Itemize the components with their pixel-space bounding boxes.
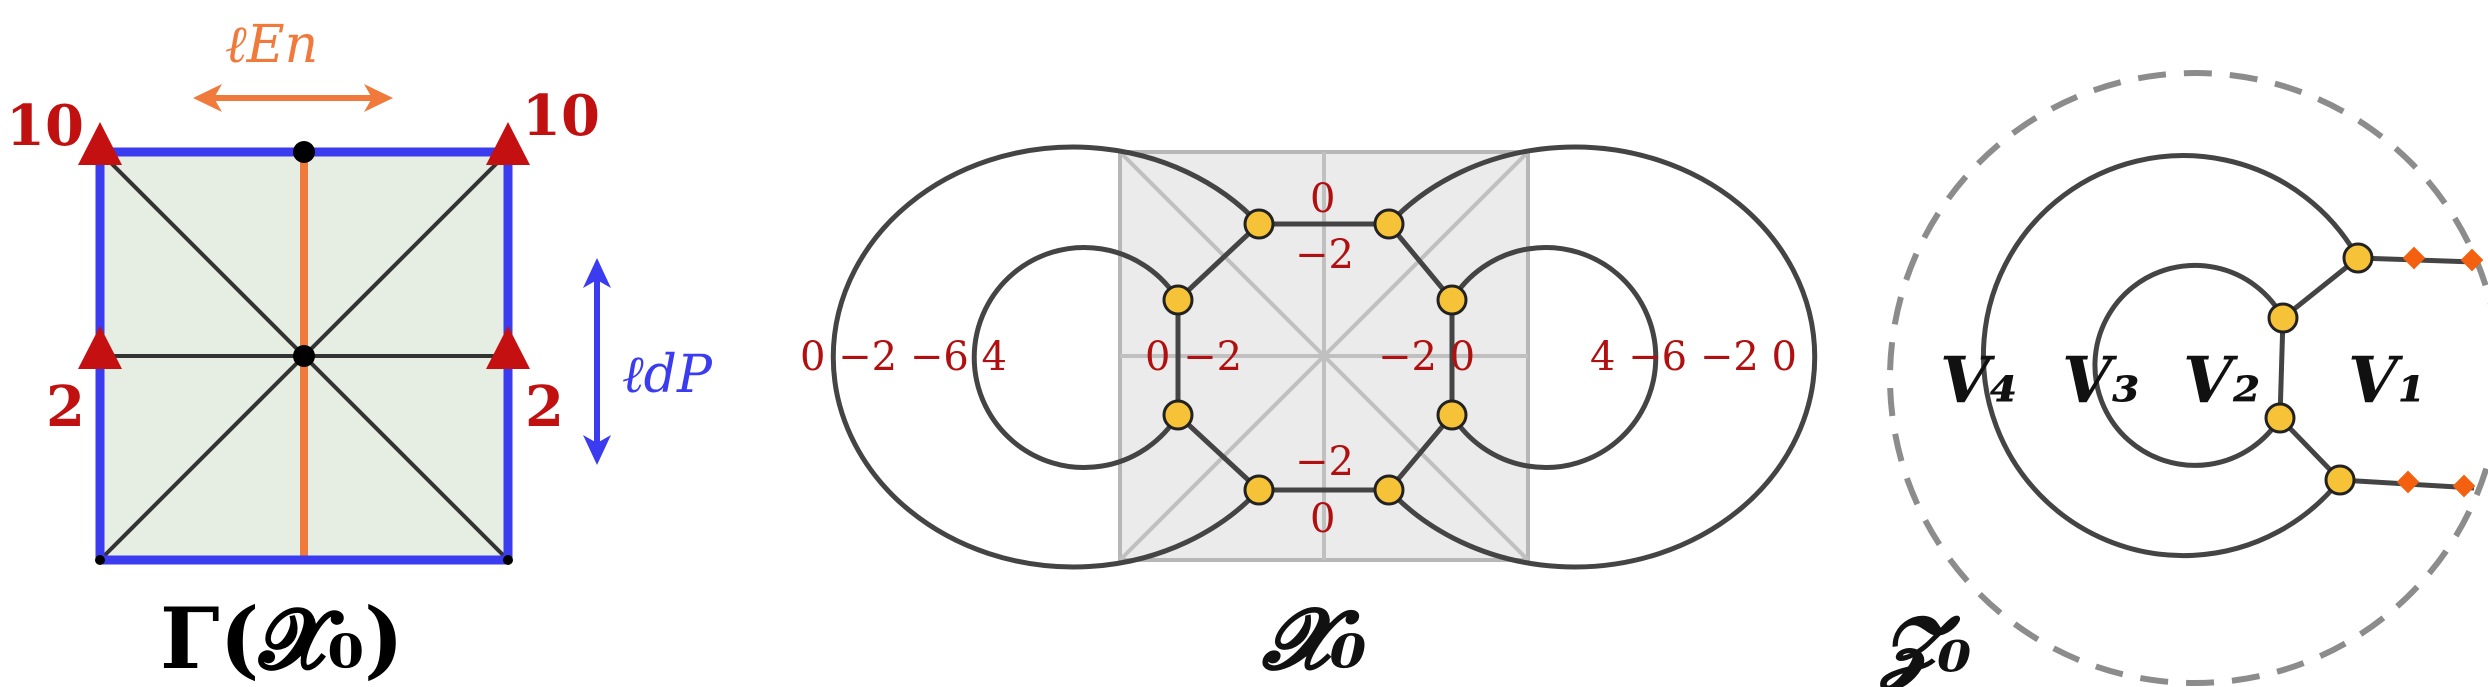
- label-v4: V₄: [1940, 343, 2018, 418]
- diamond-marker: [2402, 246, 2426, 270]
- title-gamma: Γ(𝓧₀): [160, 589, 404, 687]
- z0-dashed-circle: [1887, 70, 2488, 686]
- label-corner-top-right: 10: [522, 83, 600, 149]
- x0-left-big-loop: [830, 144, 1261, 570]
- label-ell-en: ℓEn: [225, 15, 318, 75]
- z0-inner-loop: [2092, 262, 2286, 468]
- vertex-node: [1373, 208, 1405, 240]
- vertex-node: [1162, 284, 1194, 316]
- x0-left-labels: 0 −2 −6 4: [800, 334, 1007, 380]
- label-v3: V₃: [2062, 343, 2140, 418]
- gamma-top-node: [293, 141, 315, 163]
- x0-left-small-loop: [971, 245, 1181, 470]
- triangle-marker: [486, 326, 530, 369]
- label-v2: V₂: [2183, 343, 2261, 418]
- gamma-center-node: [293, 345, 315, 367]
- label-corner-top-left: 10: [6, 93, 84, 159]
- panel-x0: 0 −2 −6 4 0 −2 −2 0 4 −6 −2 0 0 −2 −2 0 …: [800, 144, 1818, 687]
- title-z0: 𝓩₀: [1879, 600, 1972, 687]
- x0-right-small-loop: [1449, 245, 1659, 470]
- z0-outer-loop: [1980, 153, 2361, 559]
- vertex-node: [2342, 242, 2374, 274]
- diamond-marker: [2452, 474, 2476, 498]
- z0-nodes: [2264, 242, 2374, 496]
- vertex-node: [2267, 302, 2299, 334]
- x0-inner-left-labels: 0 −2: [1145, 334, 1242, 380]
- vertex-node: [2264, 402, 2296, 434]
- panel-z0: V₄ V₃ V₂ V₁ 𝓩₀: [1879, 70, 2488, 687]
- vertex-node: [1373, 474, 1405, 506]
- x0-bottom-label-0: −2: [1295, 439, 1354, 485]
- label-mid-left: 2: [46, 374, 85, 440]
- triangle-marker: [78, 326, 122, 369]
- title-x0: 𝓧₀: [1261, 589, 1367, 687]
- x0-right-big-loop: [1387, 144, 1818, 570]
- z0-diamonds: [2396, 246, 2484, 498]
- vertex-node: [1162, 399, 1194, 431]
- vertex-node: [1436, 399, 1468, 431]
- x0-right-labels: 4 −6 −2 0: [1590, 334, 1797, 380]
- gamma-corner-dot: [95, 555, 105, 565]
- arrow-en: ℓEn: [193, 15, 393, 112]
- triangle-marker: [78, 122, 122, 165]
- diamond-marker: [2396, 470, 2420, 494]
- x0-bottom-label-1: 0: [1310, 496, 1335, 542]
- vertex-node: [1243, 474, 1275, 506]
- x0-top-label-1: −2: [1295, 232, 1354, 278]
- vertex-node: [2324, 464, 2356, 496]
- vertex-node: [1436, 284, 1468, 316]
- arrow-dp: ℓdP: [583, 258, 713, 465]
- panel-gamma: 10 10 2 2 ℓEn ℓdP Γ(𝓧₀): [6, 15, 713, 687]
- z0-chain: [2277, 256, 2360, 482]
- x0-inner-right-labels: −2 0: [1378, 334, 1475, 380]
- diamond-marker: [2460, 248, 2484, 272]
- x0-top-label-0: 0: [1310, 176, 1335, 222]
- label-v1: V₁: [2348, 343, 2426, 418]
- x0-nodes: [1162, 208, 1468, 506]
- vertex-node: [1243, 208, 1275, 240]
- label-mid-right: 2: [525, 374, 564, 440]
- gamma-corner-dot: [503, 555, 513, 565]
- triangle-marker: [486, 122, 530, 165]
- label-ell-dp: ℓdP: [622, 345, 713, 405]
